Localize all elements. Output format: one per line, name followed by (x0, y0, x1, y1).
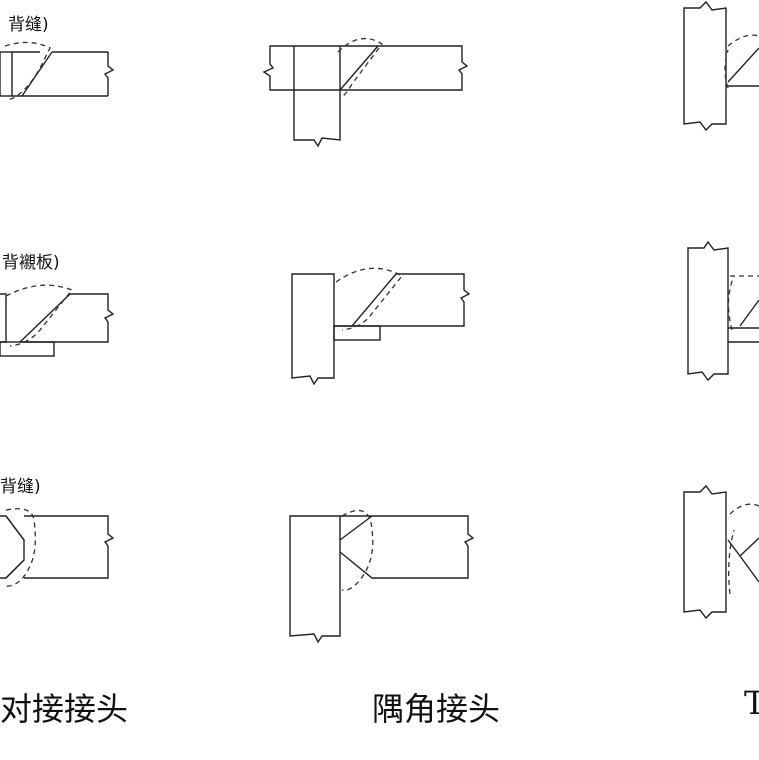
row-label-2: 背襯板) (2, 253, 60, 273)
row-label-3: 背缝) (0, 477, 41, 497)
row2-t-joint (687, 240, 759, 382)
column-label-corner-joint: 隅角接头 (372, 690, 501, 728)
column-label-butt-joint: 对接接头 (0, 690, 129, 728)
row1-butt-joint (0, 41, 115, 101)
row3-corner-joint (289, 509, 475, 644)
row2-butt-joint (0, 284, 115, 357)
row3-t-joint (683, 484, 759, 620)
row-label-1: 背缝) (8, 15, 49, 35)
row2-corner-joint (291, 267, 471, 386)
column-label-t-joint: T (744, 684, 759, 722)
row1-t-joint (683, 0, 759, 132)
row3-butt-joint (0, 508, 115, 587)
row1-corner-joint (262, 37, 469, 148)
